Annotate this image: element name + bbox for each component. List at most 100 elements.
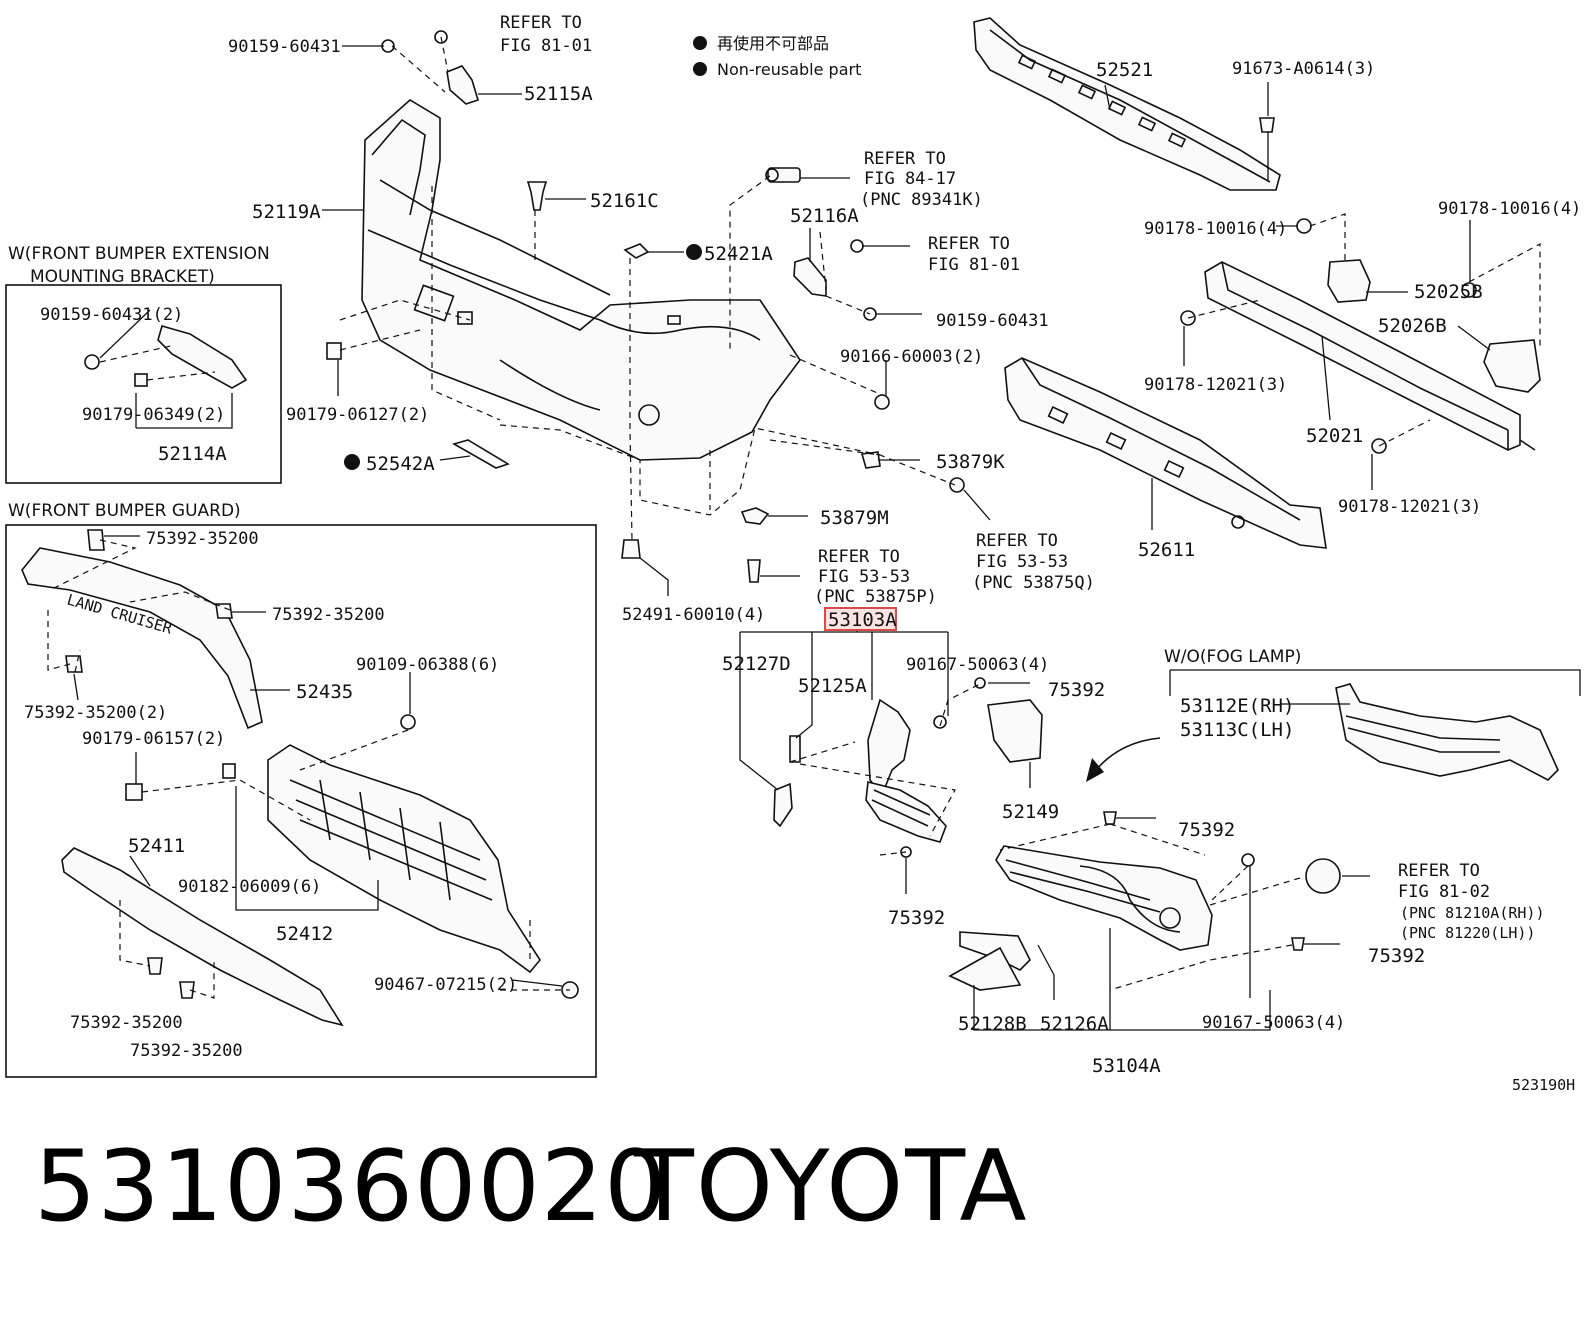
refer-label: FIG 53-53 (976, 552, 1068, 572)
part-label: 52119A (252, 201, 321, 223)
fog-dashed-leaders (999, 823, 1301, 991)
part-label: 53879M (820, 507, 889, 529)
part-label: 53112E(RH) (1180, 695, 1294, 717)
refer-label: REFER TO (818, 547, 900, 567)
box-title: W/O(FOG LAMP) (1164, 647, 1301, 667)
nut-90178-drawing (1296, 218, 1312, 234)
non-reusable-dot-icon (344, 454, 360, 470)
part-label: 90159-60431 (228, 37, 341, 57)
part-label: 75392 (1368, 945, 1425, 967)
nut-53879K-drawing (860, 451, 881, 469)
bracket-52116A-drawing (793, 239, 877, 321)
bumper-cover-drawing (361, 99, 801, 461)
part-label: 52521 (1096, 59, 1153, 81)
beam-52521-drawing (973, 17, 1281, 191)
part-label: 90178-12021(3) (1144, 375, 1287, 395)
part-label: 90179-06349(2) (82, 405, 225, 425)
part-label: 52412 (276, 923, 333, 945)
part-label: 75392 (1048, 679, 1105, 701)
part-label: 90178-10016(4) (1438, 199, 1581, 219)
part-label: 90179-06157(2) (82, 729, 225, 749)
figure-code: 523190H (1512, 1076, 1575, 1094)
part-label: 52114A (158, 443, 227, 465)
part-label: 52421A (704, 243, 773, 265)
bumper-guard-box: W(FRONT BUMPER GUARD) LAND CRUISER (5, 501, 597, 1078)
bracket-52115A-drawing (381, 30, 479, 105)
non-reusable-dot-icon (686, 244, 702, 260)
sensor-drawing (765, 167, 801, 183)
fastener-52491-drawing (621, 539, 641, 559)
part-label: 52126A (1040, 1013, 1109, 1035)
refer-label: FIG 53-53 (818, 567, 910, 587)
part-label: 75392 (1178, 819, 1235, 841)
refer-label: FIG 81-01 (500, 36, 592, 56)
arrow-icon (1095, 737, 1161, 771)
refer-label: FIG 81-02 (1398, 882, 1490, 902)
part-label: 75392-35200(2) (24, 703, 167, 723)
refer-label: REFER TO (1398, 861, 1480, 881)
part-label: 90167-50063(4) (906, 655, 1049, 675)
part-label: 90182-06009(6) (178, 877, 321, 897)
part-label: 90167-50063(4) (1202, 1013, 1345, 1033)
legend: 再使用不可部品 Non-reusable part (693, 34, 861, 79)
part-labels: 90159-60431 REFER TO FIG 81-01 52115A 52… (24, 13, 1581, 1094)
nut-53879M-drawing (740, 507, 770, 525)
part-label: 52021 (1306, 425, 1363, 447)
refer-label: FIG 81-01 (928, 255, 1020, 275)
part-label: 52611 (1138, 539, 1195, 561)
extension-bracket-box: W(FRONT BUMPER EXTENSION MOUNTING BRACKE… (5, 244, 282, 484)
refer-label: REFER TO (864, 149, 946, 169)
part-label: 90467-07215(2) (374, 975, 517, 995)
cover-52149-drawing (987, 699, 1043, 763)
part-label: 90178-10016(4) (1144, 219, 1287, 239)
part-label: 53879K (936, 451, 1005, 473)
clip-52161C-drawing (526, 181, 548, 211)
screw-90166-drawing (874, 394, 890, 410)
part-label: 52025B (1414, 281, 1483, 303)
nut-90178-drawing (1461, 282, 1477, 298)
part-label: 91673-A0614(3) (1232, 59, 1375, 79)
box-title: W(FRONT BUMPER EXTENSION (8, 244, 270, 264)
part-label: 52542A (366, 453, 435, 475)
part-label: 75392-35200 (272, 605, 385, 625)
refer-label: (PNC 81210A(RH)) (1400, 904, 1545, 922)
part-label: 75392-35200 (146, 529, 259, 549)
part-label: 75392 (888, 907, 945, 929)
part-label: 52128B (958, 1013, 1027, 1035)
part-label: 52491-60010(4) (622, 605, 765, 625)
part-label: 52411 (128, 835, 185, 857)
refer-label: REFER TO (500, 13, 582, 33)
part-label: 90159-60431 (936, 311, 1049, 331)
right-dashed-leaders (1187, 213, 1541, 447)
part-label: 52125A (798, 675, 867, 697)
part-label: 52026B (1378, 315, 1447, 337)
legend-jp-text: 再使用不可部品 (717, 34, 829, 53)
part-label: 52149 (1002, 801, 1059, 823)
grille-53103A-drawing (773, 677, 986, 858)
fog-lamp-grille-drawing (1086, 669, 1581, 782)
solid-leaders (73, 45, 1491, 998)
bracket-52025B-drawing (1327, 259, 1371, 303)
part-label: 90109-06388(6) (356, 655, 499, 675)
refer-label: (PNC 89341K) (860, 190, 983, 210)
part-label: 52115A (524, 83, 593, 105)
legend-en-text: Non-reusable part (717, 60, 861, 79)
absorber-52611-drawing (1004, 357, 1327, 549)
part-label: 52435 (296, 681, 353, 703)
box-title: MOUNTING BRACKET) (30, 267, 215, 287)
part-number: 5310360020 (34, 1130, 668, 1244)
refer-label: REFER TO (928, 234, 1010, 254)
refer-label: FIG 84-17 (864, 169, 956, 189)
part-label: 52127D (722, 653, 791, 675)
refer-label: (PNC 53875Q) (972, 573, 1095, 593)
pad-52421A-drawing (623, 243, 650, 259)
part-label: 75392-35200 (70, 1013, 183, 1033)
part-label: 90159-60431(2) (40, 305, 183, 325)
assembly-53103A-bracket (739, 622, 949, 791)
brand-name: TOYOTA (634, 1130, 1029, 1244)
refer-label: REFER TO (976, 531, 1058, 551)
highlight-box (824, 607, 897, 631)
bumper-dashed-leaders (339, 36, 956, 541)
screw-53875P-drawing (747, 559, 761, 583)
